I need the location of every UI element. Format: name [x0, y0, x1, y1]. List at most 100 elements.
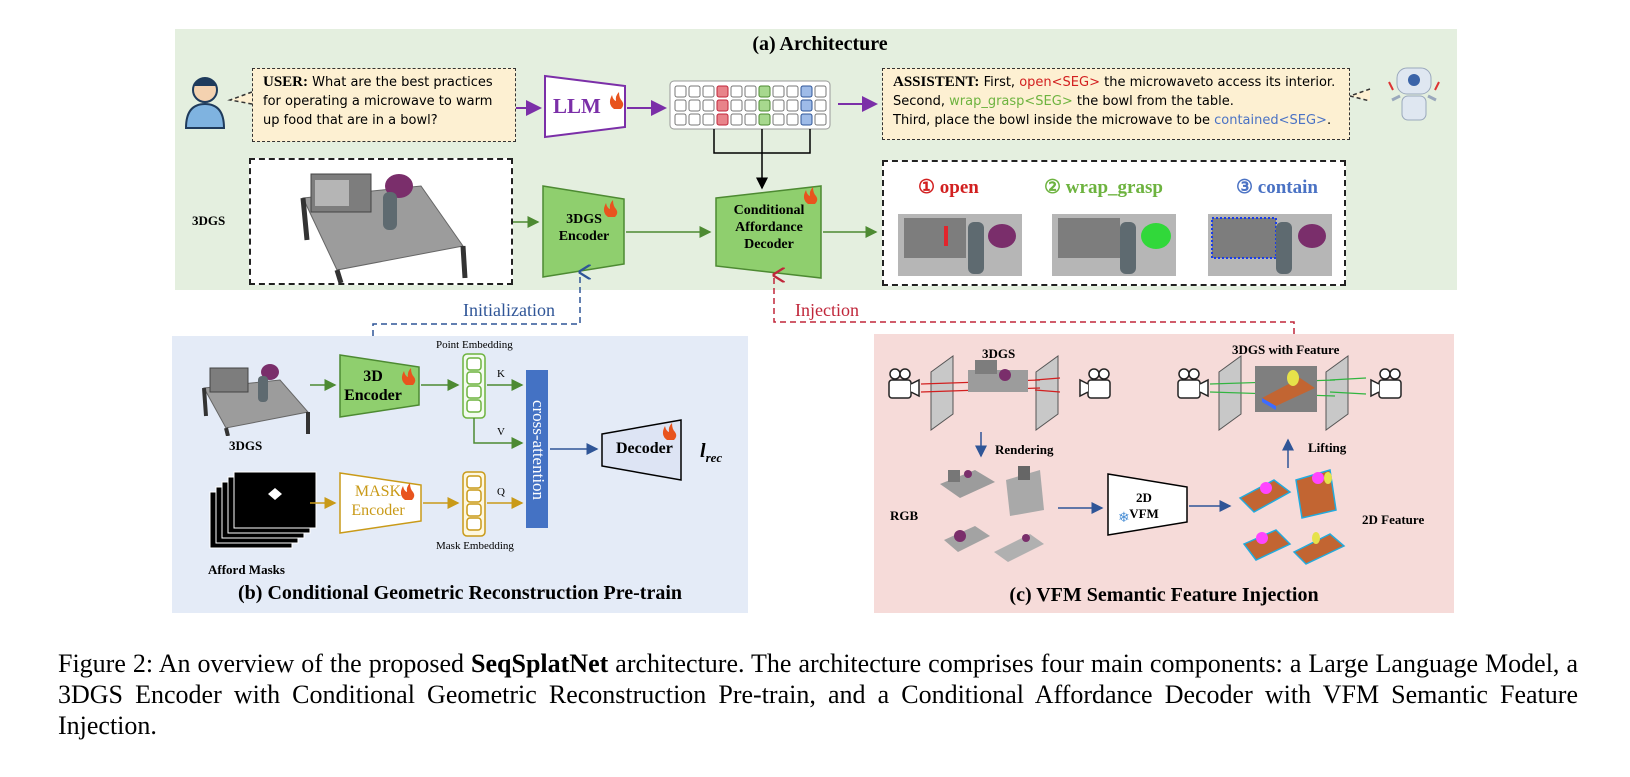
- user-prompt-bubble: USER: What are the best practices for op…: [252, 68, 516, 142]
- llm-label: LLM: [553, 94, 601, 118]
- token-cell: [772, 85, 785, 98]
- query-label: Q: [497, 486, 505, 498]
- token-cell: [786, 85, 799, 98]
- caption-model-name: SeqSplatNet: [471, 649, 609, 678]
- step-wrap-grasp-label: ② wrap_grasp: [1044, 177, 1163, 198]
- caption-text: architecture. The architecture comprises…: [58, 649, 1578, 740]
- architecture-title: (a) Architecture: [752, 33, 888, 55]
- pretrain-scene-image: [202, 364, 310, 436]
- user-icon: [184, 77, 226, 129]
- token-cell: [702, 99, 715, 112]
- key-label: K: [497, 368, 505, 380]
- assistant-seg-contained: contained<SEG>: [1214, 113, 1327, 128]
- threedgs-encoder-block: [542, 185, 625, 278]
- result-contain: [1208, 214, 1332, 276]
- token-cell: [688, 99, 701, 112]
- loss-symbol: l: [700, 440, 706, 462]
- token-cell: [730, 113, 743, 126]
- reconstruction-loss: lrec: [700, 440, 722, 466]
- threedgs-encoder-label: 3DGS Encoder: [558, 212, 610, 244]
- value-label: V: [497, 426, 505, 438]
- assistant-line1-pre: First,: [983, 75, 1016, 90]
- token-grid: [669, 80, 831, 130]
- feature-2d-label: 2D Feature: [1362, 512, 1425, 527]
- token-cell: [688, 113, 701, 126]
- token-cell: [716, 85, 729, 98]
- assistant-line1-post: the microwaveto access its interior.: [1104, 75, 1336, 90]
- token-cell: [674, 113, 687, 126]
- token-cell: [730, 99, 743, 112]
- assistant-seg-wrap-grasp: wrap_grasp<SEG>: [949, 94, 1073, 109]
- token-cell: [716, 113, 729, 126]
- step-open-label: ① open: [918, 177, 979, 198]
- token-cell: [814, 85, 827, 98]
- cross-attention-block: [526, 370, 548, 528]
- token-cell: [786, 99, 799, 112]
- initialization-label: Initialization: [463, 300, 555, 320]
- assistant-line3-post: .: [1326, 113, 1332, 128]
- token-cell: [674, 99, 687, 112]
- result-open: [898, 214, 1022, 276]
- injection-threedgs-label: 3DGS: [982, 346, 1016, 361]
- vfm-label: 2D VFM: [1129, 490, 1159, 521]
- token-cell: [730, 85, 743, 98]
- token-cell: [814, 99, 827, 112]
- token-cell: [758, 113, 771, 126]
- token-cell: [688, 85, 701, 98]
- token-cell: [702, 113, 715, 126]
- pretrain-threedgs-label: 3DGS: [229, 438, 263, 453]
- token-cell: [800, 85, 813, 98]
- afford-masks-label: Afford Masks: [208, 562, 285, 577]
- point-embedding-label: Point Embedding: [436, 339, 513, 351]
- loss-subscript: rec: [705, 450, 723, 465]
- threed-encoder-label: 3D Encoder: [344, 368, 402, 404]
- user-label: USER:: [263, 74, 309, 90]
- assistant-line2-pre: Second,: [893, 94, 945, 109]
- injection-label: Injection: [795, 300, 859, 320]
- assistant-label: ASSISTENT:: [893, 74, 980, 90]
- rgb-views: [940, 466, 1044, 562]
- point-embedding-stack: [462, 353, 486, 419]
- token-cell: [674, 85, 687, 98]
- token-cell: [800, 113, 813, 126]
- afford-masks-stack: [209, 471, 317, 549]
- lifting-label: Lifting: [1308, 440, 1347, 455]
- camera-icon: [888, 368, 1402, 399]
- rgb-label: RGB: [890, 508, 919, 523]
- token-cell: [744, 113, 757, 126]
- decoder-block: [601, 419, 682, 481]
- token-cell: [772, 99, 785, 112]
- rendering-label: Rendering: [995, 442, 1054, 457]
- token-cell: [786, 113, 799, 126]
- mask-embedding-label: Mask Embedding: [436, 540, 514, 552]
- token-cell: [772, 113, 785, 126]
- step-contain-label: ③ contain: [1236, 177, 1318, 198]
- token-cell: [814, 113, 827, 126]
- assistant-line3-pre: Third, place the bowl inside the microwa…: [893, 113, 1210, 128]
- caption-prefix: Figure 2: An overview of the proposed: [58, 649, 465, 678]
- cross-attention-label: cross-attention: [529, 399, 548, 501]
- assistant-line2-post: the bowl from the table.: [1076, 94, 1234, 109]
- assistant-response-bubble: ASSISTENT: First, open<SEG> the microwav…: [882, 68, 1350, 140]
- mask-encoder-label: MASK Encoder: [351, 483, 405, 519]
- vfm-block: [1107, 473, 1188, 536]
- threedgs-label: 3DGS: [192, 213, 226, 228]
- result-wrap-grasp: [1052, 214, 1176, 276]
- mask-embedding-stack: [462, 471, 486, 537]
- decoder-label: Decoder: [616, 440, 673, 457]
- diagram-connectors: [184, 67, 1440, 565]
- scene-image: [249, 158, 513, 285]
- token-cell: [800, 99, 813, 112]
- assistant-seg-open: open<SEG>: [1019, 75, 1100, 90]
- token-cell: [702, 85, 715, 98]
- token-cell: [744, 99, 757, 112]
- token-cell: [744, 85, 757, 98]
- affordance-results: ① open ② wrap_grasp ③ contain: [882, 160, 1346, 286]
- threedgs-with-feature-label: 3DGS with Feature: [1232, 342, 1340, 357]
- user-prompt-text: What are the best practices for operatin…: [263, 75, 493, 128]
- llm-block: [544, 74, 626, 139]
- pretrain-title: (b) Conditional Geometric Reconstruction…: [238, 582, 682, 604]
- conditional-affordance-decoder-label: Conditional Affordance Decoder: [733, 203, 805, 252]
- token-cell: [758, 99, 771, 112]
- conditional-affordance-decoder-block: [715, 185, 822, 279]
